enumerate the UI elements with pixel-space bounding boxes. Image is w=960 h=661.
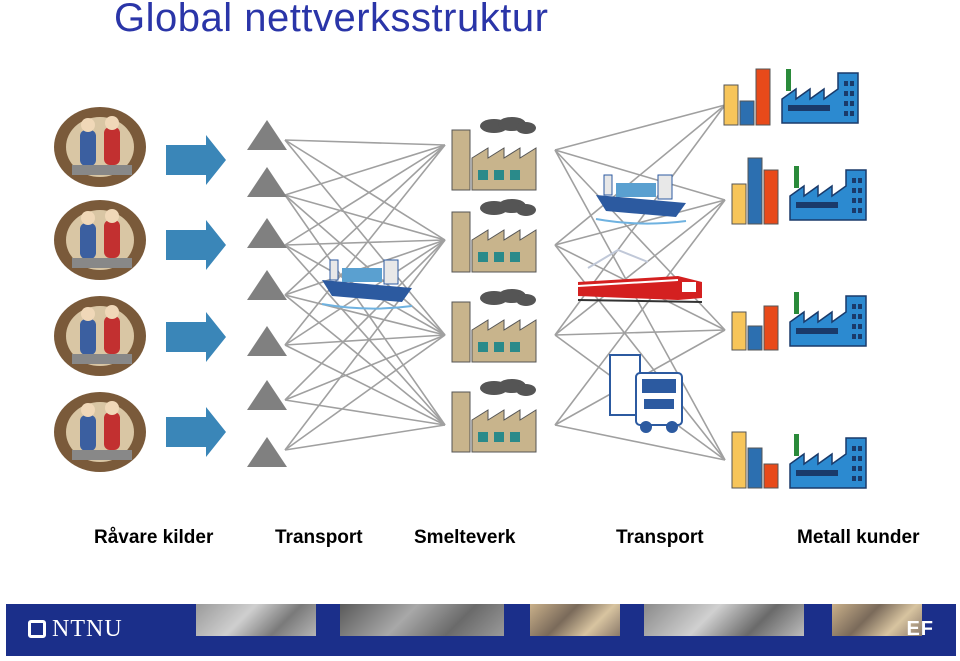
label-customers: Metall kunder	[797, 527, 920, 548]
miners-icon	[54, 107, 146, 187]
smelters	[451, 117, 537, 453]
network-diagram	[54, 68, 867, 489]
ntnu-logo: NTNU	[28, 616, 123, 643]
customer-factory-icon	[781, 69, 859, 124]
rock-image	[340, 604, 504, 636]
arrow-icon	[166, 135, 226, 185]
customer-group	[731, 292, 867, 351]
ntnu-logo-mark-icon	[28, 620, 46, 638]
bar-chart-icon	[723, 68, 771, 126]
triangle-node-icon	[247, 380, 287, 410]
smelter-factory-icon	[451, 199, 537, 273]
page-title: Global nettverksstruktur	[114, 0, 549, 40]
customers	[723, 68, 867, 489]
miners-icon	[54, 200, 146, 280]
ntnu-logo-text: NTNU	[52, 616, 123, 642]
triangle-node-icon	[247, 218, 287, 248]
miners-icon	[54, 392, 146, 472]
customer-factory-icon	[789, 434, 867, 489]
label-raw-sources: Råvare kilder	[94, 527, 214, 548]
customer-group	[731, 157, 867, 225]
smelter-factory-icon	[451, 117, 537, 191]
triangle-node-icon	[247, 167, 287, 197]
arrow-icon	[166, 312, 226, 362]
triangle-node-icon	[247, 270, 287, 300]
truck-icon	[609, 354, 683, 433]
customer-group	[723, 68, 859, 126]
customer-factory-icon	[789, 292, 867, 347]
arrow-icon	[166, 407, 226, 457]
customer-factory-icon	[789, 166, 867, 221]
arrows	[166, 135, 226, 457]
rock-image	[196, 604, 316, 636]
transport-nodes	[247, 120, 287, 467]
rock-image	[644, 604, 804, 636]
sintef-logo: EF	[906, 618, 934, 640]
triangle-node-icon	[247, 326, 287, 356]
ship-icon	[321, 259, 413, 310]
smelter-factory-icon	[451, 289, 537, 363]
label-smelters: Smelteverk	[414, 527, 516, 548]
label-transport-1: Transport	[275, 527, 363, 548]
footer-bar: NTNU EF	[6, 604, 956, 656]
customer-group	[731, 431, 867, 489]
smelter-factory-icon	[451, 379, 537, 453]
label-transport-2: Transport	[616, 527, 704, 548]
bar-chart-icon	[731, 431, 779, 489]
train-icon	[577, 248, 703, 303]
raw-sources	[54, 107, 146, 472]
miners-icon	[54, 296, 146, 376]
bar-chart-icon	[731, 157, 779, 225]
bar-chart-icon	[731, 305, 779, 351]
rock-image	[832, 604, 922, 636]
ship-icon	[595, 174, 687, 225]
triangle-node-icon	[247, 437, 287, 467]
triangle-node-icon	[247, 120, 287, 150]
arrow-icon	[166, 220, 226, 270]
rock-image	[530, 604, 620, 636]
